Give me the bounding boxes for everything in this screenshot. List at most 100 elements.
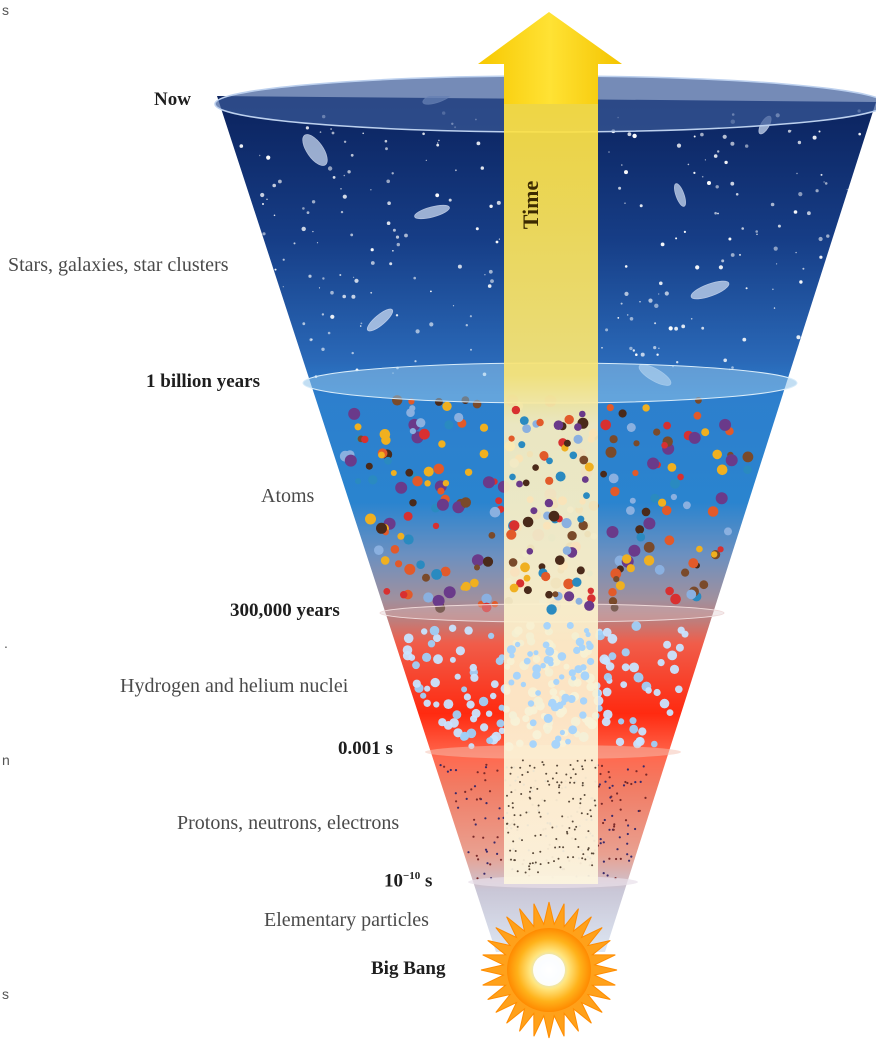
star <box>790 130 792 132</box>
column-dot <box>560 781 563 784</box>
particle-dot <box>626 768 630 771</box>
column-dot <box>581 782 584 784</box>
particle-dot <box>635 770 638 773</box>
star <box>755 230 758 233</box>
column-nucleus <box>540 662 546 669</box>
star <box>713 154 718 158</box>
star <box>658 347 660 349</box>
column-dot <box>586 813 589 815</box>
star <box>608 151 610 153</box>
spiral-galaxy-icon <box>690 280 730 300</box>
atom <box>395 560 403 568</box>
column-atom <box>567 531 577 541</box>
atom <box>688 431 701 444</box>
column-dot <box>506 794 508 797</box>
column-dot <box>516 825 519 828</box>
column-dot <box>587 847 590 850</box>
atom <box>454 412 464 423</box>
atom <box>670 593 681 605</box>
star <box>316 242 319 244</box>
star <box>343 174 346 177</box>
column-nucleus <box>512 671 521 680</box>
atom <box>403 534 414 545</box>
particle-dot <box>634 827 637 831</box>
column-dot <box>507 805 510 807</box>
atom <box>608 597 618 606</box>
atom <box>361 435 369 444</box>
column-dot <box>543 799 546 802</box>
column-atom <box>516 480 523 488</box>
column-dot <box>555 772 558 775</box>
column-dot <box>571 820 574 823</box>
column-dot <box>525 811 528 814</box>
star <box>239 144 244 148</box>
column-nucleus <box>553 678 560 686</box>
atom <box>422 573 430 582</box>
atom <box>665 586 674 596</box>
spiral-galaxy-icon <box>674 183 686 207</box>
star <box>332 176 336 179</box>
particle-dot <box>464 790 467 794</box>
particle-dot <box>604 780 607 783</box>
particle-dot <box>607 770 610 774</box>
particle-dot <box>624 780 627 784</box>
column-dot <box>545 772 548 775</box>
particle-dot <box>619 798 622 802</box>
ten-pow-exp: −10 <box>403 870 421 882</box>
star <box>302 322 306 326</box>
atom <box>479 423 489 432</box>
atom <box>409 428 416 435</box>
column-atom <box>545 590 553 599</box>
atom <box>609 435 618 444</box>
particle-dot <box>597 785 601 788</box>
column-dot <box>594 804 597 807</box>
column-atom <box>526 548 534 555</box>
column-nucleus <box>527 651 533 657</box>
star <box>282 258 285 261</box>
nucleus <box>421 628 428 635</box>
column-dot <box>519 766 522 769</box>
column-nucleus <box>535 690 541 696</box>
star <box>773 307 776 309</box>
nucleus <box>464 626 473 635</box>
nucleus <box>629 724 639 734</box>
column-nucleus <box>579 697 588 705</box>
atom <box>693 411 702 420</box>
star <box>618 186 622 190</box>
particle-dot <box>475 798 478 801</box>
column-atom <box>538 563 546 571</box>
star <box>626 314 629 316</box>
star <box>395 235 400 239</box>
star <box>717 212 719 215</box>
star <box>487 284 492 288</box>
nucleus <box>602 627 612 637</box>
column-dot <box>521 839 523 842</box>
particle-dot <box>619 808 622 811</box>
column-nucleus <box>565 738 571 745</box>
particle-dot <box>496 769 499 772</box>
column-dot <box>569 764 572 766</box>
atom <box>440 566 451 577</box>
star <box>359 325 362 327</box>
particle-dot <box>627 824 630 827</box>
column-dot <box>590 759 593 762</box>
column-atom <box>539 451 549 460</box>
column-dot <box>510 858 512 861</box>
atom <box>397 532 405 540</box>
particle-dot <box>454 769 458 772</box>
atom <box>416 418 426 428</box>
column-dot <box>572 768 575 771</box>
nucleus <box>429 625 440 636</box>
particle-dot <box>618 836 621 839</box>
star <box>807 211 811 216</box>
star <box>430 290 432 293</box>
star <box>308 274 312 278</box>
star <box>370 248 374 252</box>
nucleus <box>675 643 684 652</box>
star <box>340 188 342 190</box>
star <box>354 278 359 283</box>
star <box>360 322 363 325</box>
star <box>343 140 347 143</box>
nucleus <box>498 704 505 711</box>
column-dot <box>579 797 582 800</box>
